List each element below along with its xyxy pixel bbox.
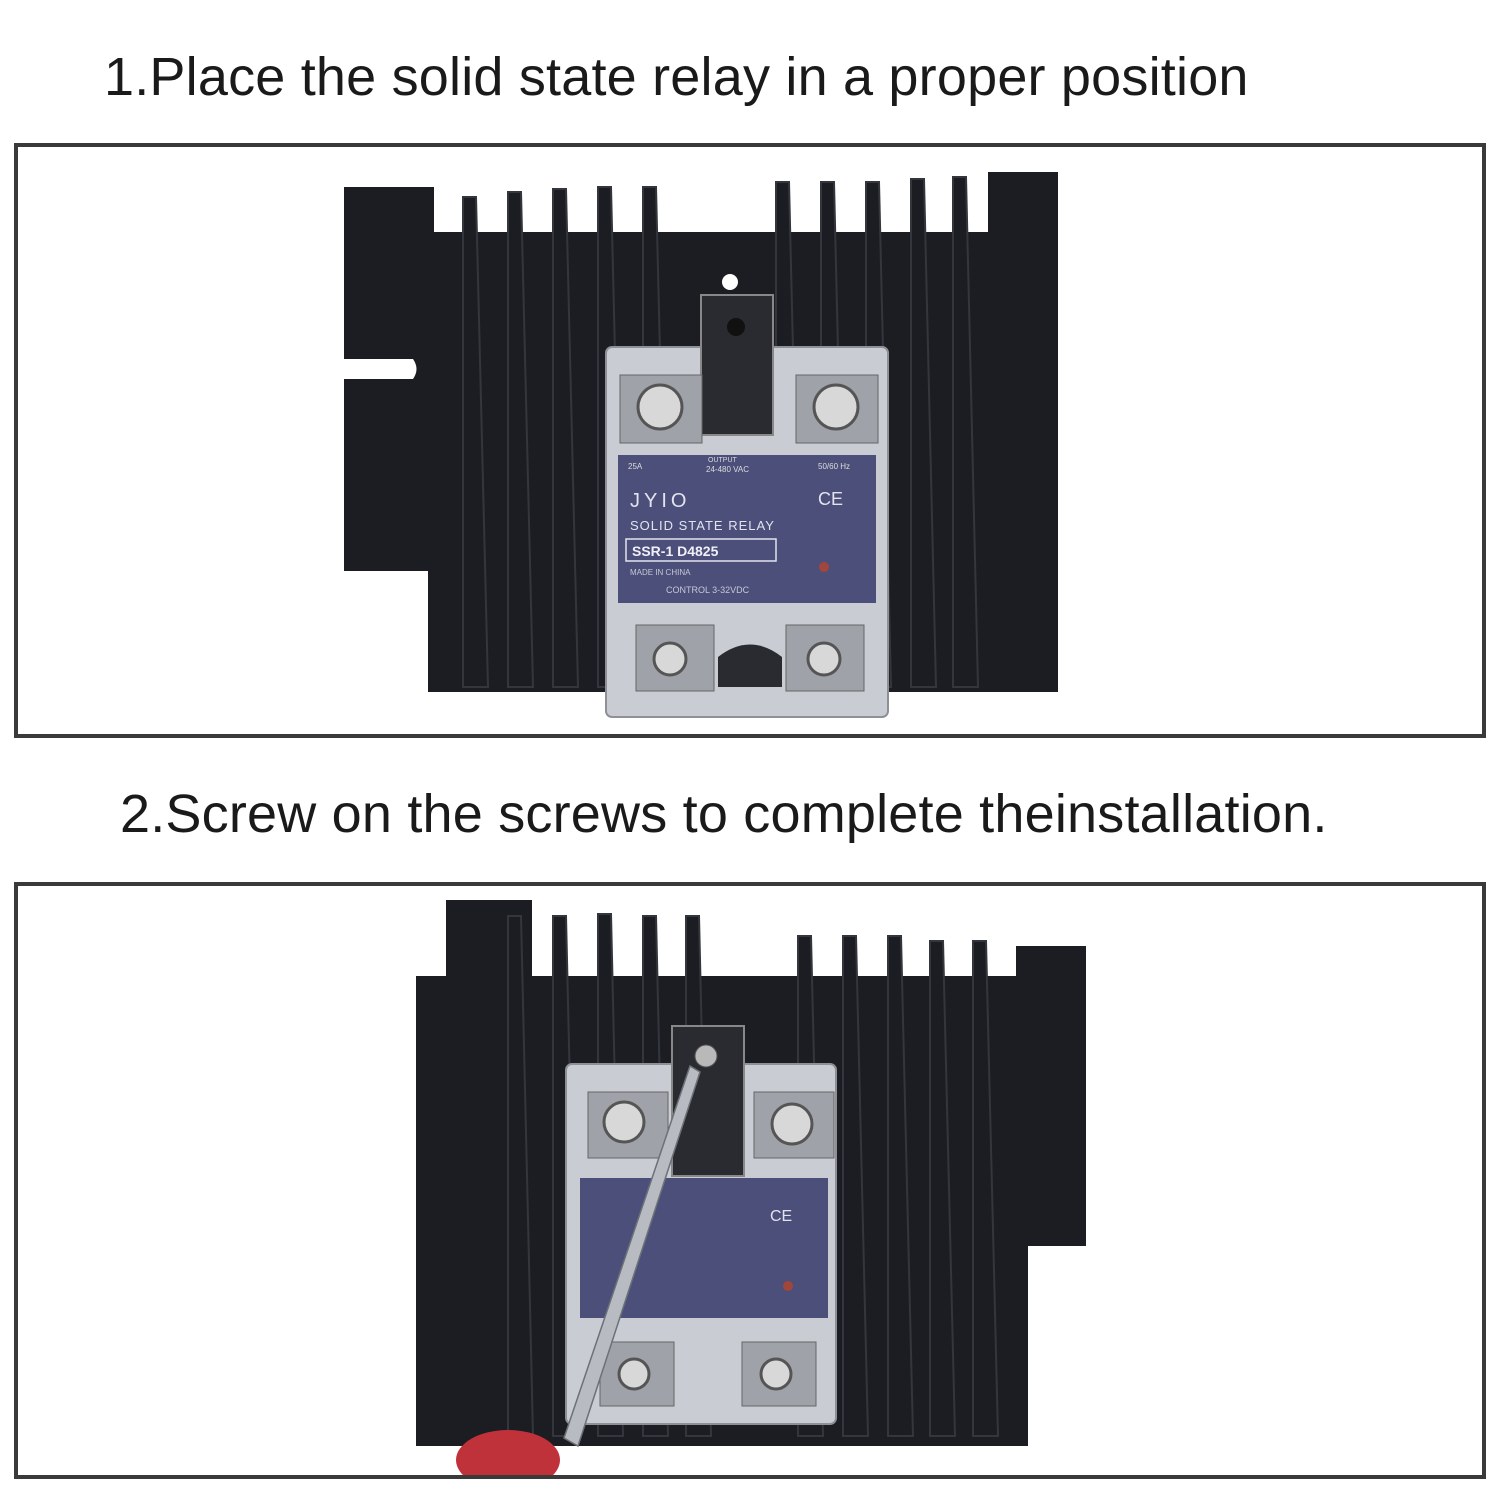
ce-mark-icon: CE (818, 489, 843, 509)
screw-top-right-icon (812, 383, 860, 431)
screwdriver-shaft (563, 1064, 701, 1448)
screw-top-left-icon (636, 383, 684, 431)
relay-led-indicator (819, 562, 829, 572)
relay-rating-mid: 24-480 VAC (706, 465, 749, 474)
relay-on-heatsink-photo: 25A OUTPUT 24-480 VAC 50/60 Hz JYIO CE S… (344, 172, 1058, 718)
relay-screwing-photo: CE (416, 900, 1086, 1475)
relay-output-label: OUTPUT (708, 457, 738, 464)
relay-rating-right: 50/60 Hz (818, 462, 850, 471)
relay-center-bracket (700, 294, 774, 436)
mount-slot-left (344, 359, 417, 379)
screw-top-right-icon (770, 1102, 814, 1146)
bracket-screw-icon (694, 1044, 718, 1068)
screw-bottom-left-icon (652, 641, 688, 677)
step-2-title: 2.Screw on the screws to complete theins… (120, 784, 1328, 844)
screw-bottom-right-icon (759, 1357, 793, 1391)
screw-top-left-icon (602, 1100, 646, 1144)
solid-state-relay: 25A OUTPUT 24-480 VAC 50/60 Hz JYIO CE S… (605, 294, 889, 718)
step-1-title: 1.Place the solid state relay in a prope… (104, 47, 1249, 107)
relay-control: CONTROL 3-32VDC (666, 585, 750, 595)
relay-bottom-slot (718, 644, 782, 687)
step-2-image-frame: CE (14, 882, 1486, 1479)
heatsink-mount-right (988, 172, 1058, 542)
relay-model: SSR-1 D4825 (632, 543, 719, 559)
relay-type: SOLID STATE RELAY (630, 518, 775, 533)
screw-bottom-right-icon (806, 641, 842, 677)
relay-bracket-hole (727, 318, 745, 336)
screwdriver (456, 1064, 701, 1475)
screw-bottom-left-icon (617, 1357, 651, 1391)
relay-led-indicator (783, 1281, 793, 1291)
ce-mark-icon: CE (770, 1208, 792, 1225)
solid-state-relay: CE (565, 1025, 837, 1425)
relay-brand: JYIO (630, 490, 690, 512)
relay-origin: MADE IN CHINA (630, 568, 691, 577)
mounting-hole (722, 274, 738, 290)
screwdriver-handle (456, 1430, 560, 1475)
relay-rating-left: 25A (628, 462, 643, 471)
heatsink-mount-right (1016, 946, 1086, 1246)
step-1-image-frame: 25A OUTPUT 24-480 VAC 50/60 Hz JYIO CE S… (14, 143, 1486, 738)
relay-label-plate (618, 455, 876, 603)
